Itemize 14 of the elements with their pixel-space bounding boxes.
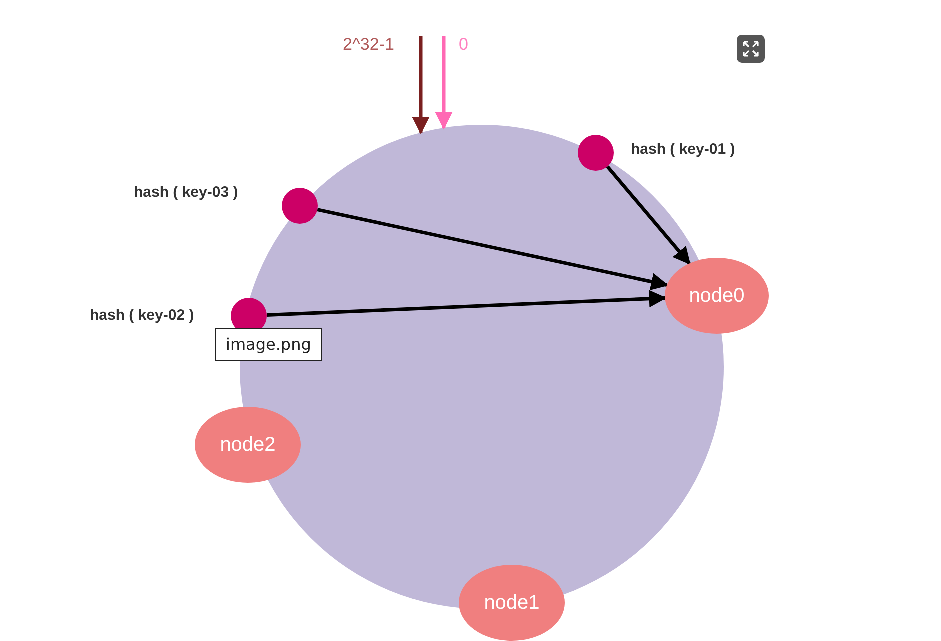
key-label: hash ( key-03 ) (134, 184, 238, 201)
node-label: node1 (484, 592, 540, 614)
arrow (317, 208, 669, 290)
key-dot (282, 188, 318, 224)
arrow (266, 290, 667, 317)
key-label: hash ( key-01 ) (631, 141, 736, 158)
key-label: hash ( key-02 ) (90, 307, 194, 324)
range-start-label: 0 (459, 35, 468, 55)
key-dot (578, 135, 614, 171)
range-end-label: 2^32-1 (343, 35, 394, 55)
arrow (606, 166, 691, 266)
file-name-tooltip: image.png (215, 328, 322, 361)
node-label: node2 (220, 434, 276, 456)
node-label: node0 (689, 284, 745, 308)
